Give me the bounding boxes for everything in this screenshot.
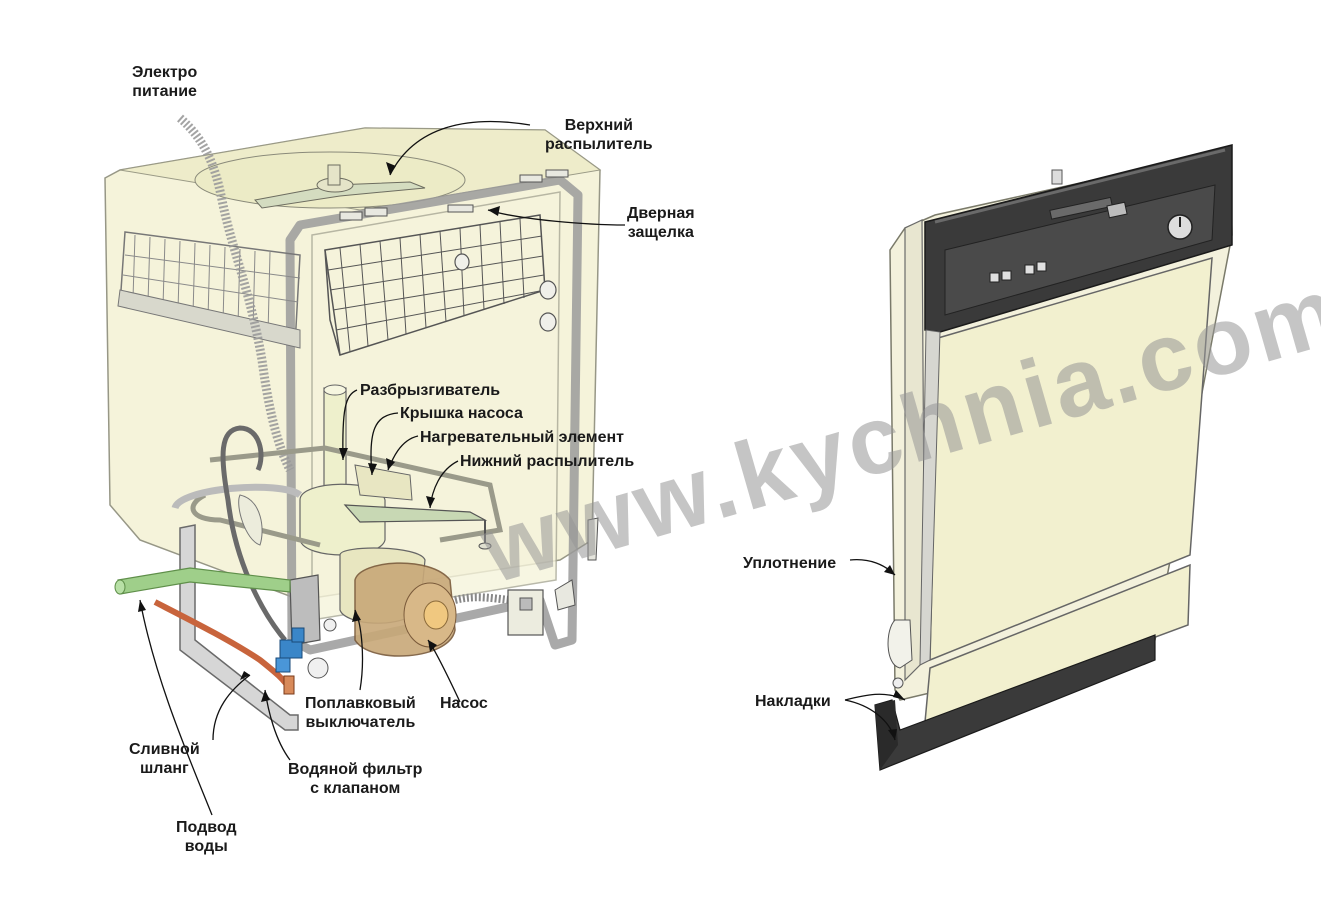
- heating-element: [190, 445, 504, 548]
- lower-panel: [924, 563, 1191, 724]
- door-panel-view: [844, 144, 1233, 771]
- pump-cover: [354, 464, 413, 501]
- label-panels: Накладки: [755, 693, 831, 710]
- pump-motor: [354, 562, 457, 657]
- supply-line: [153, 599, 293, 692]
- water-valve: [275, 627, 305, 673]
- control-buttons: [989, 261, 1047, 283]
- door-latch-clips: [339, 169, 569, 221]
- drain-hose-gray: [220, 425, 287, 642]
- label-heating-element: Нагревательный элемент: [420, 429, 624, 446]
- label-pump-cover: Крышка насоса: [400, 405, 523, 422]
- label-pump: Насос: [440, 695, 488, 712]
- label-lower-sprayer: Нижний распылитель: [460, 453, 635, 470]
- leg-frame: [179, 524, 299, 731]
- label-seal: Уплотнение: [743, 555, 837, 572]
- power-cable: [176, 114, 295, 473]
- label-sprinkler: Разбрызгиватель: [360, 382, 501, 399]
- upper-rack: [324, 214, 546, 356]
- dishwasher-cutaway: [104, 114, 626, 816]
